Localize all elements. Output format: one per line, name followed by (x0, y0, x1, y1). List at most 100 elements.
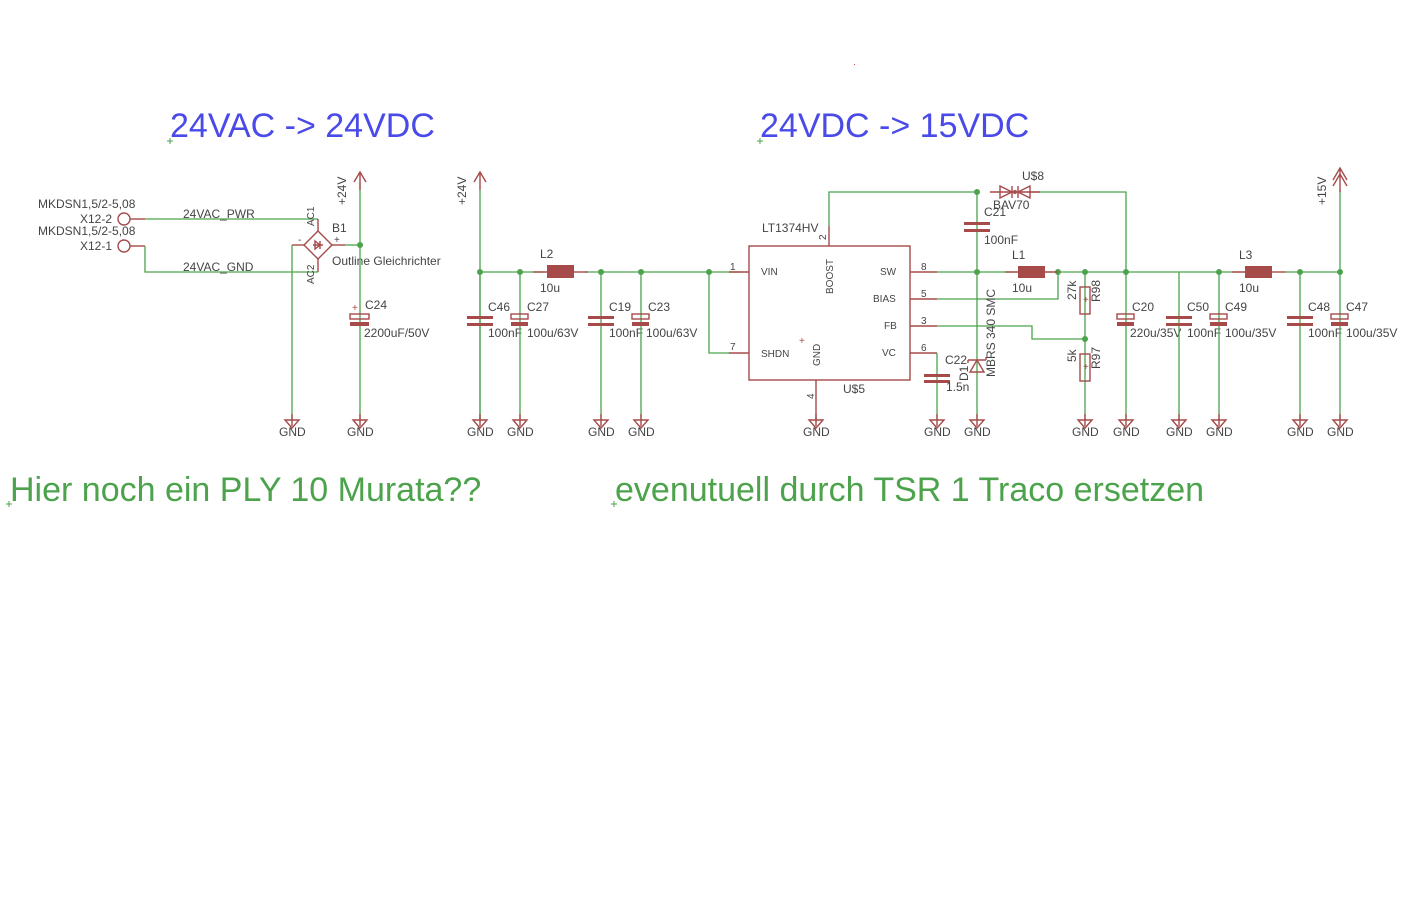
gnd-symbol: GND (507, 414, 534, 439)
part-value: Outline Gleichrichter (332, 254, 441, 268)
part-name: C22 (945, 353, 967, 367)
pin-label-fb: FB (884, 321, 897, 332)
part-name: C21 (984, 205, 1006, 219)
ic-u5-lt1374hv[interactable]: LT1374HV U$5 1 VIN 7 SHDN BOOST 2 GND 4 … (729, 221, 937, 420)
gnd-symbol: GND (588, 414, 615, 439)
part-name: C27 (527, 300, 549, 314)
capacitor-c20[interactable]: C20 220u/35V (1116, 300, 1181, 340)
gnd-label: GND (628, 425, 655, 439)
capacitor-c22[interactable]: C22 1.5n (924, 353, 969, 420)
part-name: C50 (1187, 300, 1209, 314)
gnd-label: GND (507, 425, 534, 439)
net-label-24vac-gnd: 24VAC_GND (183, 260, 254, 274)
text-origin-icon (611, 501, 617, 507)
pin-number: 8 (921, 262, 927, 273)
capacitor-c21[interactable]: C21 100nF (964, 205, 1018, 247)
capacitor-c24[interactable]: + C24 2200uF/50V (349, 298, 429, 340)
capacitor-c46[interactable]: C46 100nF (467, 272, 522, 420)
supply-label: +15V (1315, 177, 1329, 205)
bridge-icon (303, 230, 333, 260)
schottky-icon (968, 358, 986, 373)
part-name: L2 (540, 247, 554, 261)
ic-name: U$5 (843, 382, 865, 396)
pin-label-ac1: AC1 (306, 206, 317, 226)
part-name: C19 (609, 300, 631, 314)
gnd-symbol: GND (467, 414, 494, 439)
pin-label-vin: VIN (761, 267, 778, 278)
wire-boost (828, 191, 977, 226)
part-name: C48 (1308, 300, 1330, 314)
diode-u8-bav70[interactable]: U$8 BAV70 (990, 169, 1044, 212)
capacitor-c19[interactable]: C19 100nF (588, 272, 643, 420)
inductor-l1[interactable]: L1 10u (1005, 248, 1058, 295)
pin-label-plus: + (334, 235, 340, 246)
connector-part-label: MKDSN1,5/2-5,08 (38, 197, 136, 211)
gnd-symbol: GND (347, 414, 374, 439)
gnd-symbol: GND (1287, 414, 1314, 439)
wire-shdn (708, 272, 730, 354)
part-value: 100u/63V (527, 326, 578, 340)
capacitor-c50[interactable]: C50 100nF (1166, 272, 1221, 420)
svg-text:+: + (1083, 295, 1089, 306)
part-name: D1 (957, 365, 971, 381)
pin-number: 4 (806, 393, 817, 399)
capacitor-c47[interactable]: C47 100u/35V (1330, 190, 1397, 420)
gnd-label: GND (1287, 425, 1314, 439)
gnd-label: GND (803, 425, 830, 439)
part-value: 10u (1012, 281, 1032, 295)
connector-x12-1[interactable]: MKDSN1,5/2-5,08 X12-1 (38, 224, 145, 253)
part-value: 100nF (984, 233, 1018, 247)
inductor-l3[interactable]: L3 10u (1232, 248, 1286, 295)
part-value: 100nF (609, 326, 643, 340)
gnd-label: GND (347, 425, 374, 439)
gnd-symbol: GND (1166, 414, 1193, 439)
note-tsr1-traco: evenutuell durch TSR 1 Traco ersetzen (615, 471, 1204, 509)
pin-label-sw: SW (880, 267, 897, 278)
gnd-label: GND (1206, 425, 1233, 439)
gnd-label: GND (964, 425, 991, 439)
pin-number: 1 (730, 262, 736, 273)
terminal-icon (117, 239, 131, 253)
capacitor-c23[interactable]: C23 100u/63V (631, 272, 697, 420)
part-name: L3 (1239, 248, 1253, 262)
resistor-r98[interactable]: + 27k R98 (1065, 272, 1103, 339)
capacitor-c49[interactable]: C49 100u/35V (1209, 272, 1276, 420)
part-name: R98 (1089, 280, 1103, 302)
part-value: 100nF (1187, 326, 1221, 340)
part-name: L1 (1012, 248, 1026, 262)
supply-24v-mid: +24V (455, 170, 487, 205)
svg-text:+: + (799, 336, 805, 347)
part-name: C23 (648, 300, 670, 314)
part-value: 27k (1065, 280, 1079, 300)
part-name: U$8 (1022, 169, 1044, 183)
inductor-l2[interactable]: L2 10u (533, 247, 588, 295)
gnd-symbol: GND (1113, 414, 1140, 439)
resistor-r97[interactable]: + 5k R97 (1065, 339, 1103, 420)
part-value: BAV70 (993, 198, 1030, 212)
svg-text:+: + (1083, 362, 1089, 373)
gnd-label: GND (1327, 425, 1354, 439)
gnd-symbol: GND (628, 414, 655, 439)
connector-pin-label: X12-2 (80, 212, 112, 226)
gnd-label: GND (279, 425, 306, 439)
part-value: 220u/35V (1130, 326, 1181, 340)
connector-x12-2[interactable]: MKDSN1,5/2-5,08 X12-2 (38, 197, 145, 226)
gnd-symbol: GND (1327, 414, 1354, 439)
capacitor-c48[interactable]: C48 100nF (1287, 272, 1342, 420)
diode-d1[interactable]: MBRS 340 SMC D1 (957, 289, 998, 381)
diode-icon (1016, 184, 1031, 200)
pin-label-minus: - (298, 235, 301, 246)
diode-icon (999, 184, 1014, 200)
pin-number: 2 (818, 234, 829, 240)
supply-15v: +15V (1315, 166, 1348, 205)
rectifier-b1[interactable]: AC1 AC2 - + B1 Outline Gleichrichter (292, 206, 441, 284)
pin-label-vc: VC (882, 348, 896, 359)
part-value: 100u/35V (1225, 326, 1276, 340)
text-origin-icon (167, 138, 173, 144)
wire-fb (937, 325, 1085, 340)
gnd-symbol: GND (279, 414, 306, 439)
gnd-symbol: GND (924, 414, 951, 439)
part-value: 2200uF/50V (364, 326, 429, 340)
capacitor-c27[interactable]: C27 100u/63V (510, 272, 578, 420)
